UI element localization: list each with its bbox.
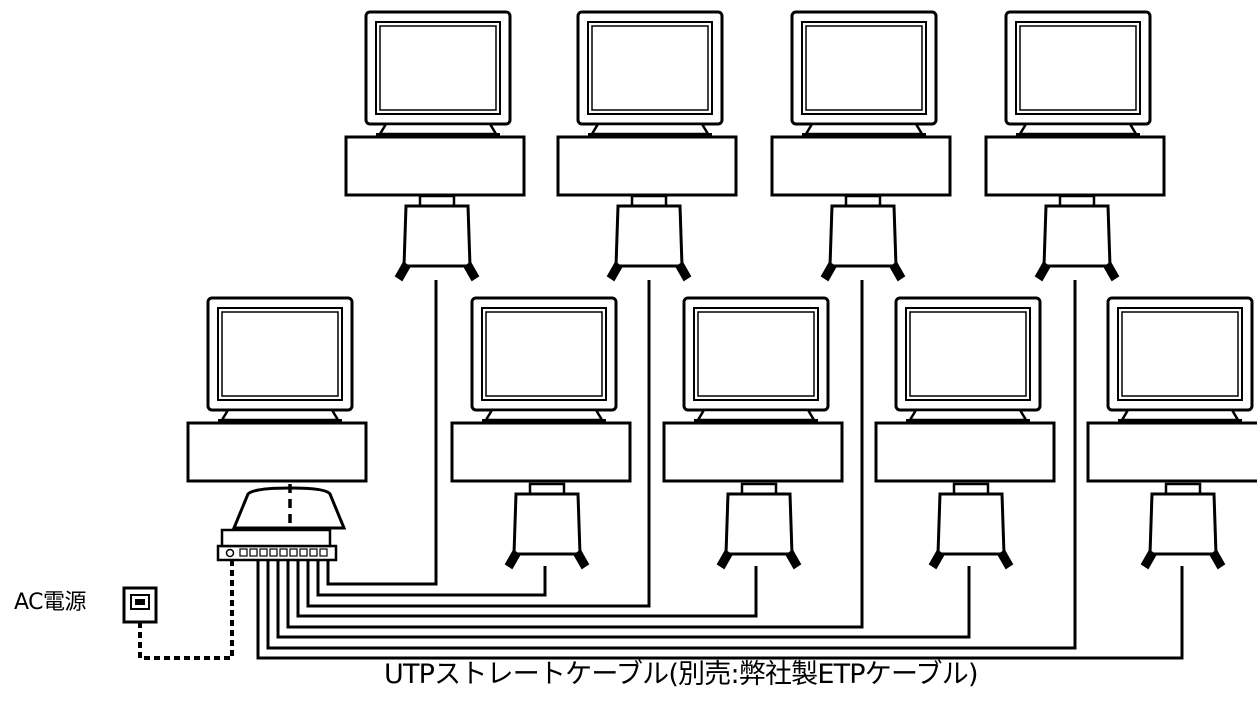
system-unit	[874, 421, 1056, 483]
hub-group	[216, 484, 347, 562]
top-pc-4	[984, 10, 1166, 197]
monitor-stand	[907, 408, 1029, 422]
top-adapter-3	[820, 194, 906, 282]
hub-port	[299, 548, 308, 557]
monitor-stand	[1119, 408, 1241, 422]
ac-power-cable	[122, 560, 234, 660]
bottom-adapter-4	[1140, 482, 1226, 570]
monitor-screen	[481, 307, 607, 401]
monitor-stand	[803, 122, 925, 136]
hub-port	[239, 548, 248, 557]
system-unit	[984, 135, 1166, 197]
utp-cable-7	[266, 280, 1077, 650]
hub-power-led	[225, 548, 235, 558]
monitor-screen	[905, 307, 1031, 401]
hub-body	[220, 528, 332, 548]
system-unit	[186, 421, 368, 483]
top-pc-1	[344, 10, 526, 197]
utp-cable-2	[316, 560, 547, 597]
bottom-pc-4	[1086, 296, 1257, 483]
utp-cable-8	[256, 560, 1184, 660]
system-unit	[770, 135, 952, 197]
monitor-screen	[375, 21, 501, 115]
adapter-body	[512, 492, 582, 556]
monitor-stand	[1017, 122, 1139, 136]
bottom-adapter-2	[716, 482, 802, 570]
hub-port	[249, 548, 258, 557]
hub-port	[269, 548, 278, 557]
cable-caption: UTPストレートケーブル(別売:弊社製ETPケーブル)	[384, 659, 979, 690]
system-unit	[556, 135, 738, 197]
utp-cable-1	[326, 280, 438, 586]
adapter-body	[1042, 204, 1112, 268]
adapter-body	[724, 492, 794, 556]
ac-power-label: AC電源	[14, 590, 87, 615]
bottom-adapter-3	[928, 482, 1014, 570]
system-unit	[1086, 421, 1257, 483]
utp-cable-4	[296, 560, 758, 618]
monitor-stand	[695, 408, 817, 422]
monitor-stand	[589, 122, 711, 136]
system-unit	[662, 421, 844, 483]
adapter-body	[402, 204, 472, 268]
top-adapter-2	[606, 194, 692, 282]
monitor-stand	[483, 408, 605, 422]
monitor-screen	[1015, 21, 1141, 115]
hub-port	[289, 548, 298, 557]
hub-port	[309, 548, 318, 557]
hub-port	[259, 548, 268, 557]
power-cable	[138, 560, 234, 660]
system-unit	[450, 421, 632, 483]
hub-port	[279, 548, 288, 557]
utp-cable-6	[276, 560, 971, 639]
monitor-stand	[377, 122, 499, 136]
utp-cable-5	[286, 280, 864, 629]
adapter-body	[614, 204, 684, 268]
monitor-screen	[693, 307, 819, 401]
monitor-screen	[587, 21, 713, 115]
computers	[186, 10, 1257, 570]
bottom-pc-3	[874, 296, 1056, 483]
monitor-stand	[219, 408, 341, 422]
hub-port	[319, 548, 328, 557]
adapter-body	[828, 204, 898, 268]
top-adapter-4	[1034, 194, 1120, 282]
bottom-pc-2	[662, 296, 844, 483]
top-pc-2	[556, 10, 738, 197]
utp-cable-3	[306, 280, 651, 608]
top-adapter-1	[394, 194, 480, 282]
system-unit	[344, 135, 526, 197]
adapter-body	[936, 492, 1006, 556]
top-pc-3	[770, 10, 952, 197]
monitor-screen	[801, 21, 927, 115]
monitor-screen	[217, 307, 343, 401]
utp-cables	[256, 280, 1184, 660]
hub-pc	[186, 296, 368, 483]
monitor-screen	[1117, 307, 1243, 401]
bottom-pc-1	[450, 296, 632, 483]
adapter-body	[1148, 492, 1218, 556]
bottom-adapter-1	[504, 482, 590, 570]
